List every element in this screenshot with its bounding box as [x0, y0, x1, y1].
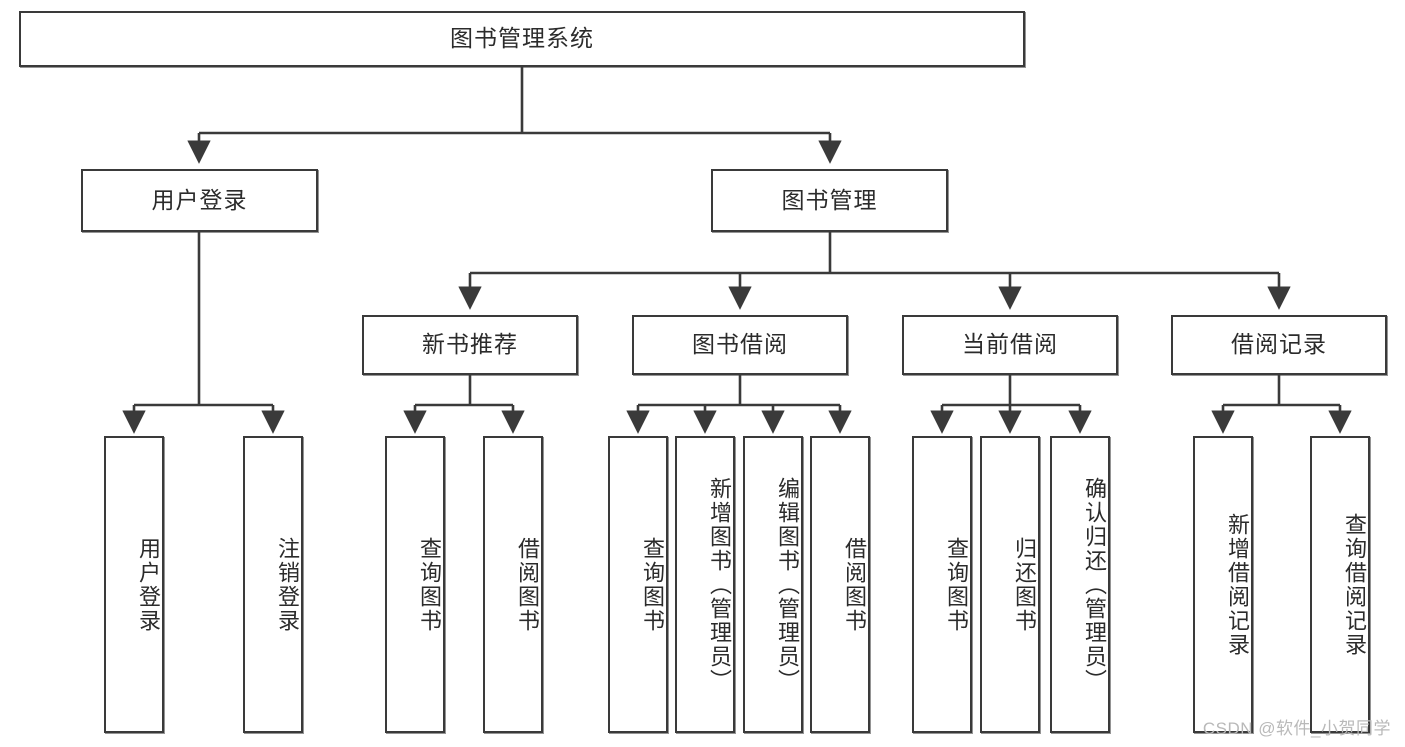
node-current-borrow[interactable]: 当前借阅	[902, 315, 1118, 375]
node-root-label: 图书管理系统	[450, 25, 594, 52]
node-book-manage[interactable]: 图书管理	[711, 169, 948, 232]
leaf-return-book[interactable]: 归还图书	[980, 436, 1040, 733]
leaf-logout-login-label: 注销登录	[275, 536, 300, 633]
leaf-add-book-label: 新增图书（管理员）	[707, 476, 732, 693]
node-borrow-record[interactable]: 借阅记录	[1171, 315, 1387, 375]
leaf-borrow-book-1-label: 借阅图书	[515, 536, 540, 633]
node-user-login[interactable]: 用户登录	[81, 169, 318, 232]
node-user-login-label: 用户登录	[151, 186, 248, 213]
leaf-add-book[interactable]: 新增图书（管理员）	[675, 436, 735, 733]
leaf-query-record-label: 查询借阅记录	[1342, 512, 1367, 657]
leaf-user-login[interactable]: 用户登录	[104, 436, 164, 733]
leaf-borrow-book-2-label: 借阅图书	[842, 536, 867, 633]
csdn-watermark: CSDN @软件_小贺同学	[1202, 719, 1391, 738]
leaf-add-record[interactable]: 新增借阅记录	[1193, 436, 1253, 733]
leaf-edit-book-label: 编辑图书（管理员）	[775, 476, 800, 693]
leaf-edit-book[interactable]: 编辑图书（管理员）	[743, 436, 803, 733]
leaf-confirm-return[interactable]: 确认归还（管理员）	[1050, 436, 1110, 733]
node-root[interactable]: 图书管理系统	[19, 11, 1025, 67]
node-book-borrow-label: 图书借阅	[692, 331, 788, 358]
leaf-query-book-3-label: 查询图书	[944, 536, 969, 633]
leaf-query-book-2-label: 查询图书	[640, 536, 665, 633]
node-borrow-record-label: 借阅记录	[1231, 331, 1327, 358]
node-book-manage-label: 图书管理	[781, 186, 878, 213]
leaf-query-book-1[interactable]: 查询图书	[385, 436, 445, 733]
node-current-borrow-label: 当前借阅	[962, 331, 1058, 358]
leaf-user-login-label: 用户登录	[136, 536, 161, 633]
node-new-book-recommend-label: 新书推荐	[422, 331, 518, 358]
leaf-query-book-3[interactable]: 查询图书	[912, 436, 972, 733]
leaf-query-book-1-label: 查询图书	[417, 536, 442, 633]
node-book-borrow[interactable]: 图书借阅	[632, 315, 848, 375]
leaf-query-book-2[interactable]: 查询图书	[608, 436, 668, 733]
leaf-add-record-label: 新增借阅记录	[1225, 512, 1250, 657]
leaf-confirm-return-label: 确认归还（管理员）	[1082, 476, 1107, 693]
leaf-logout-login[interactable]: 注销登录	[243, 436, 303, 733]
leaf-borrow-book-2[interactable]: 借阅图书	[810, 436, 870, 733]
leaf-borrow-book-1[interactable]: 借阅图书	[483, 436, 543, 733]
leaf-return-book-label: 归还图书	[1012, 536, 1037, 633]
leaf-query-record[interactable]: 查询借阅记录	[1310, 436, 1370, 733]
node-new-book-recommend[interactable]: 新书推荐	[362, 315, 578, 375]
